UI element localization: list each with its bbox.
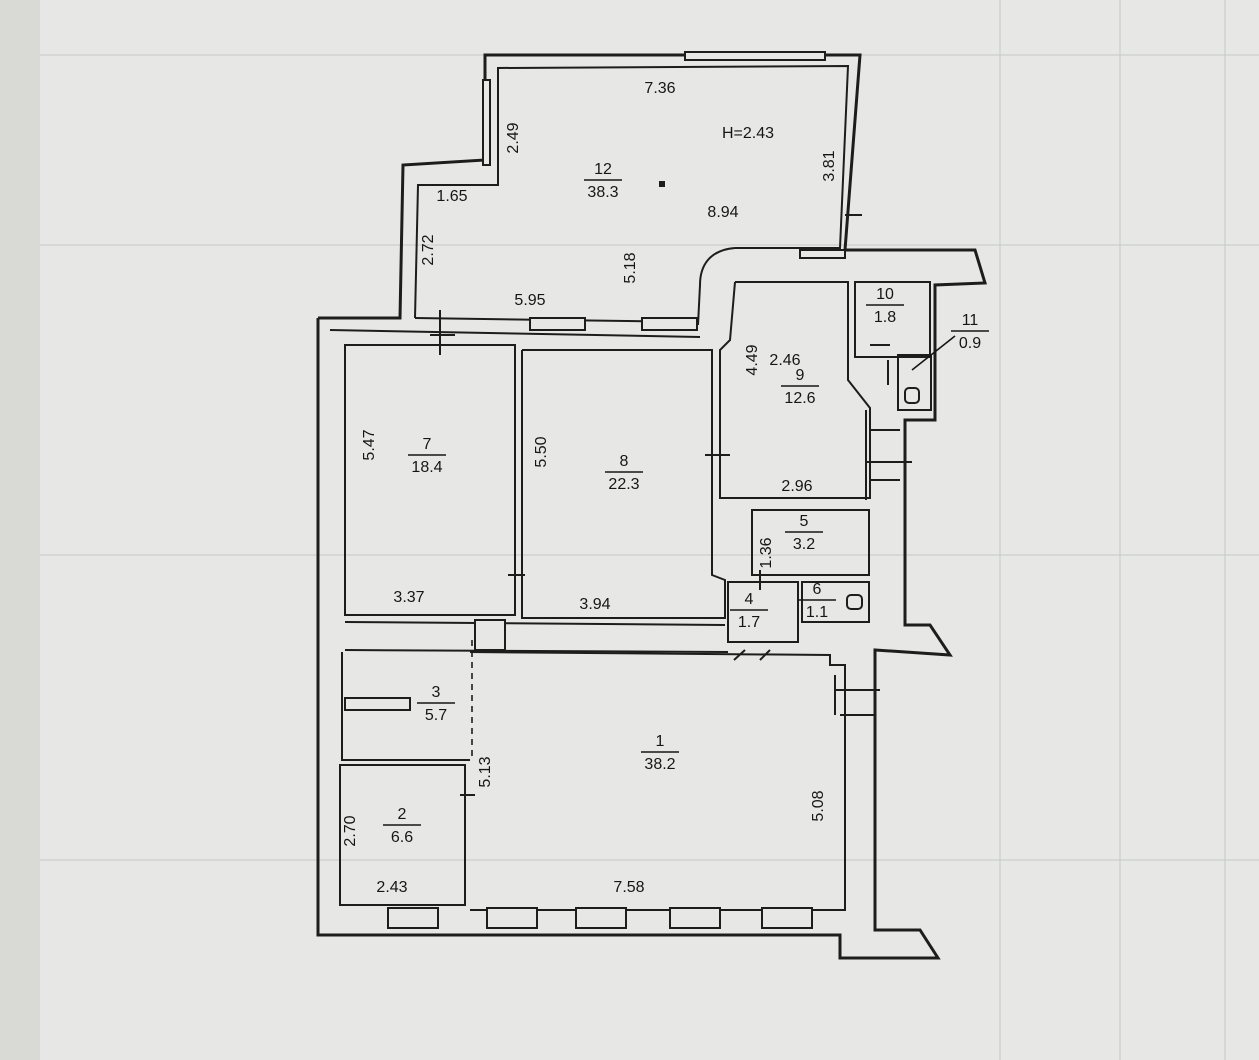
- paper-sheet: [40, 0, 1259, 1060]
- room-8-number: 8: [620, 453, 629, 470]
- dimension-2-49: 2.49: [505, 122, 522, 153]
- windows: [387, 51, 846, 929]
- dimension-2-70: 2.70: [342, 815, 359, 846]
- room-2-number: 2: [398, 806, 407, 823]
- room-7-number: 7: [423, 436, 432, 453]
- room-10-area: 1.8: [874, 309, 896, 326]
- room-12-area: 38.3: [587, 184, 618, 201]
- room-11-area: 0.9: [959, 335, 981, 352]
- dimension-2-96: 2.96: [781, 478, 812, 495]
- room-1-area: 38.2: [644, 756, 675, 773]
- dimension-7-58: 7.58: [613, 879, 644, 896]
- dimension-5-13: 5.13: [477, 756, 494, 787]
- dimension-3-81: 3.81: [821, 150, 838, 181]
- labels: H=2.43 1 38.2 2 6.6 3 5.7 4 1.7 5 3.2 6 1.1 7 18.4 8 22.…: [342, 80, 989, 896]
- room-8-area: 22.3: [608, 476, 639, 493]
- dimension-2-43: 2.43: [376, 879, 407, 896]
- room-5-area: 3.2: [793, 536, 815, 553]
- room-12-number: 12: [594, 161, 612, 178]
- room-7-area: 18.4: [411, 459, 442, 476]
- room-3-area: 5.7: [425, 707, 447, 724]
- dimension-5-08: 5.08: [810, 790, 827, 821]
- fixtures: [659, 181, 920, 610]
- dimension-2-46: 2.46: [769, 352, 800, 369]
- room-5-number: 5: [800, 513, 809, 530]
- room-1-number: 1: [656, 733, 665, 750]
- dimension-3-94: 3.94: [579, 596, 610, 613]
- dimension-5-50: 5.50: [533, 436, 550, 467]
- toilet-icon-room-11: [904, 387, 920, 404]
- room-9-area: 12.6: [784, 390, 815, 407]
- doors: [430, 214, 890, 796]
- dimension-1-36: 1.36: [758, 537, 775, 568]
- room-4-area: 1.7: [738, 614, 760, 631]
- ceiling-height-label: H=2.43: [722, 125, 774, 142]
- dimension-5-47: 5.47: [361, 429, 378, 460]
- dimension-1-65: 1.65: [436, 188, 467, 205]
- dimension-3-37: 3.37: [393, 589, 424, 606]
- room-11-number: 11: [962, 312, 979, 329]
- room-11-leader-line: [911, 335, 956, 371]
- room-6-area: 1.1: [806, 604, 828, 621]
- dimension-5-95: 5.95: [514, 292, 545, 309]
- dimension-5-18: 5.18: [622, 252, 639, 283]
- room-9-number: 9: [796, 367, 805, 384]
- room-6-number: 6: [813, 581, 822, 598]
- dimension-4-49: 4.49: [744, 344, 761, 375]
- paper-grid: [40, 0, 1259, 1060]
- room-2-area: 6.6: [391, 829, 413, 846]
- dimension-8-94: 8.94: [707, 204, 738, 221]
- room-4-number: 4: [745, 591, 754, 608]
- toilet-icon-room-6: [846, 594, 863, 610]
- room-3-number: 3: [432, 684, 441, 701]
- column-marker: [659, 181, 665, 187]
- room-10-number: 10: [876, 286, 894, 303]
- dimension-2-72: 2.72: [420, 234, 437, 265]
- dimension-7-36: 7.36: [644, 80, 675, 97]
